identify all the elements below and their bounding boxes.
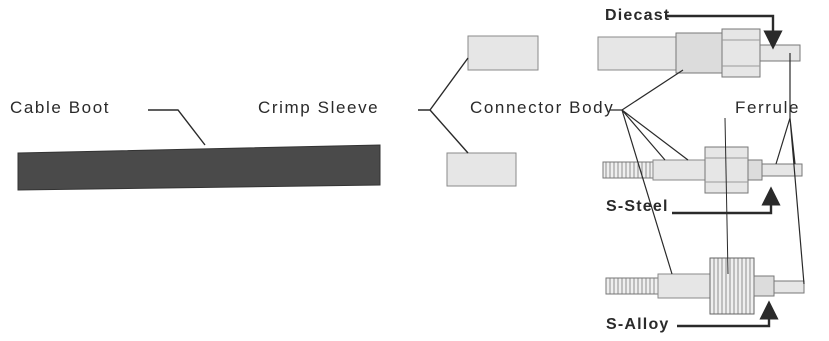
crimp-sleeve-bottom	[446, 152, 517, 187]
s-steel-connector	[602, 146, 803, 194]
ferrule-leaders	[775, 53, 805, 285]
cable-boot-label: Cable Boot	[10, 98, 111, 117]
s-steel-arrow	[672, 186, 781, 215]
cable-boot-shape	[17, 144, 381, 191]
ferrule-extra-leader	[724, 117, 729, 275]
crimp-sleeve-label: Crimp Sleeve	[258, 98, 380, 117]
diecast-label: Diecast	[605, 7, 671, 24]
crimp-sleeve-top	[467, 35, 539, 71]
diecast-connector	[597, 28, 801, 78]
s-alloy-connector	[605, 257, 805, 315]
connector-body-leaders	[610, 69, 689, 275]
s-alloy-label: S-Alloy	[606, 316, 670, 333]
diecast-arrow	[665, 14, 783, 50]
s-steel-label: S-Steel	[606, 198, 669, 215]
crimp-sleeve-leaders	[418, 57, 469, 154]
s-alloy-arrow	[677, 300, 779, 328]
ferrule-label: Ferrule	[735, 98, 801, 117]
cable-boot-leader	[148, 109, 206, 146]
connector-body-label: Connector Body	[470, 98, 615, 117]
